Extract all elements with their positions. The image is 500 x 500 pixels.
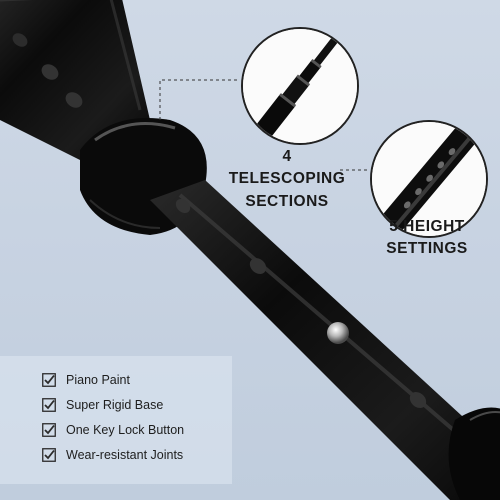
checkbox-icon	[42, 398, 56, 412]
height-holes-detail	[372, 122, 486, 236]
feature-item: Super Rigid Base	[42, 396, 163, 414]
callout-line: 4 TELESCOPING	[228, 148, 346, 188]
lower-tube	[150, 180, 500, 500]
feature-list-panel: Piano Paint Super Rigid Base One Key Loc…	[0, 356, 232, 484]
telescoping-sections-inset	[241, 27, 359, 145]
callout-line: SECTIONS	[245, 192, 329, 210]
lock-button	[327, 322, 349, 344]
height-settings-inset	[370, 120, 488, 238]
feature-label: One Key Lock Button	[66, 423, 185, 437]
checkbox-icon	[42, 423, 56, 437]
feature-label: Piano Paint	[66, 373, 130, 387]
checkbox-icon	[42, 448, 56, 462]
feature-item: One Key Lock Button	[42, 421, 184, 439]
checkbox-icon	[42, 373, 56, 387]
feature-label: Wear-resistant Joints	[66, 448, 184, 462]
feature-item: Wear-resistant Joints	[42, 446, 183, 464]
callout-line: SETTINGS	[386, 240, 468, 258]
feature-item: Piano Paint	[42, 371, 130, 389]
height-settings-callout: 5 HEIGHT SETTINGS	[372, 216, 482, 261]
telescoping-sections-callout: 4 TELESCOPING SECTIONS	[222, 146, 352, 213]
feature-label: Super Rigid Base	[66, 398, 164, 412]
telescoping-shaft-detail	[243, 29, 357, 143]
callout-line: 5 HEIGHT	[389, 218, 465, 235]
